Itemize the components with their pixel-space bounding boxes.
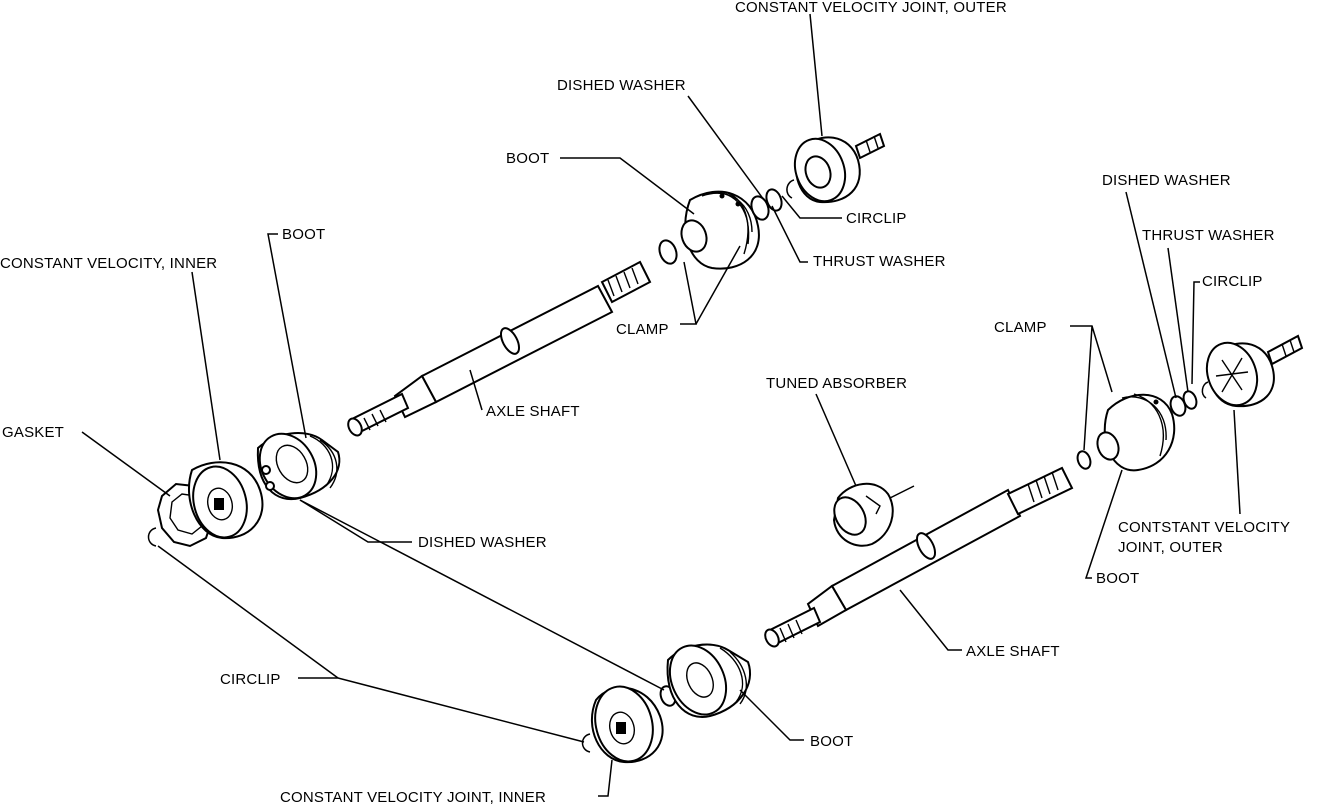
- right-circlip: [1201, 381, 1209, 399]
- label-boot-right: BOOT: [1096, 570, 1139, 587]
- label-dished-washer-top: DISHED WASHER: [557, 77, 686, 94]
- bottom-circlip: [581, 733, 591, 753]
- label-gasket: GASKET: [2, 424, 64, 441]
- label-cvj-outer-right-line1: CONTSTANT VELOCITY: [1118, 519, 1290, 536]
- upper-dished-washer: [750, 195, 770, 221]
- label-cvj-outer-top: CONSTANT VELOCITY JOINT, OUTER: [735, 0, 1007, 16]
- label-boot-top: BOOT: [506, 150, 549, 167]
- label-tuned-absorber: TUNED ABSORBER: [766, 375, 907, 392]
- bottom-boot: [666, 643, 751, 718]
- left-boot: [256, 432, 341, 501]
- left-circlip: [147, 527, 157, 547]
- right-clamp-ring: [1076, 450, 1092, 470]
- right-boot: [1096, 393, 1176, 472]
- upper-boot: [680, 190, 760, 270]
- label-clamp-right: CLAMP: [994, 319, 1047, 336]
- label-cvj-outer-right-line2: JOINT, OUTER: [1118, 539, 1223, 556]
- bottom-cv-joint-inner: [591, 685, 664, 764]
- label-thrust-washer-top: THRUST WASHER: [813, 253, 946, 270]
- leader-lines: [81, 13, 1241, 797]
- label-boot-left: BOOT: [282, 226, 325, 243]
- labels: CONSTANT VELOCITY JOINT, OUTER DISHED WA…: [0, 0, 1290, 806]
- label-axle-shaft-top: AXLE SHAFT: [486, 403, 580, 420]
- lower-axle-assembly: [581, 466, 1074, 764]
- left-cv-joint-inner: [187, 461, 264, 540]
- label-boot-bottom: BOOT: [810, 733, 853, 750]
- label-cvj-inner-bottom: CONSTANT VELOCITY JOINT, INNER: [280, 789, 546, 806]
- upper-axle-shaft: [347, 260, 652, 437]
- label-axle-shaft-bottom: AXLE SHAFT: [966, 643, 1060, 660]
- tuned-absorber: [832, 482, 915, 547]
- label-clamp-top: CLAMP: [616, 321, 669, 338]
- right-cv-joint-outer: [1205, 334, 1304, 408]
- upper-clamp-ring: [658, 239, 678, 265]
- upper-axle-assembly: [347, 132, 886, 437]
- upper-cv-joint-outer: [793, 132, 886, 204]
- label-dished-washer-mid: DISHED WASHER: [418, 534, 547, 551]
- right-outer-assembly: [1076, 334, 1304, 472]
- label-circlip-right: CIRCLIP: [1202, 273, 1263, 290]
- label-circlip-left: CIRCLIP: [220, 671, 281, 688]
- label-cv-inner-left: CONSTANT VELOCITY, INNER: [0, 255, 217, 272]
- label-circlip-top: CIRCLIP: [846, 210, 907, 227]
- label-dished-washer-right: DISHED WASHER: [1102, 172, 1231, 189]
- upper-circlip: [786, 179, 795, 199]
- upper-thrust-washer: [765, 188, 783, 212]
- right-thrust-washer: [1182, 390, 1198, 410]
- label-thrust-washer-right: THRUST WASHER: [1142, 227, 1275, 244]
- lower-axle-shaft: [764, 466, 1074, 648]
- left-inner-assembly: [147, 432, 341, 548]
